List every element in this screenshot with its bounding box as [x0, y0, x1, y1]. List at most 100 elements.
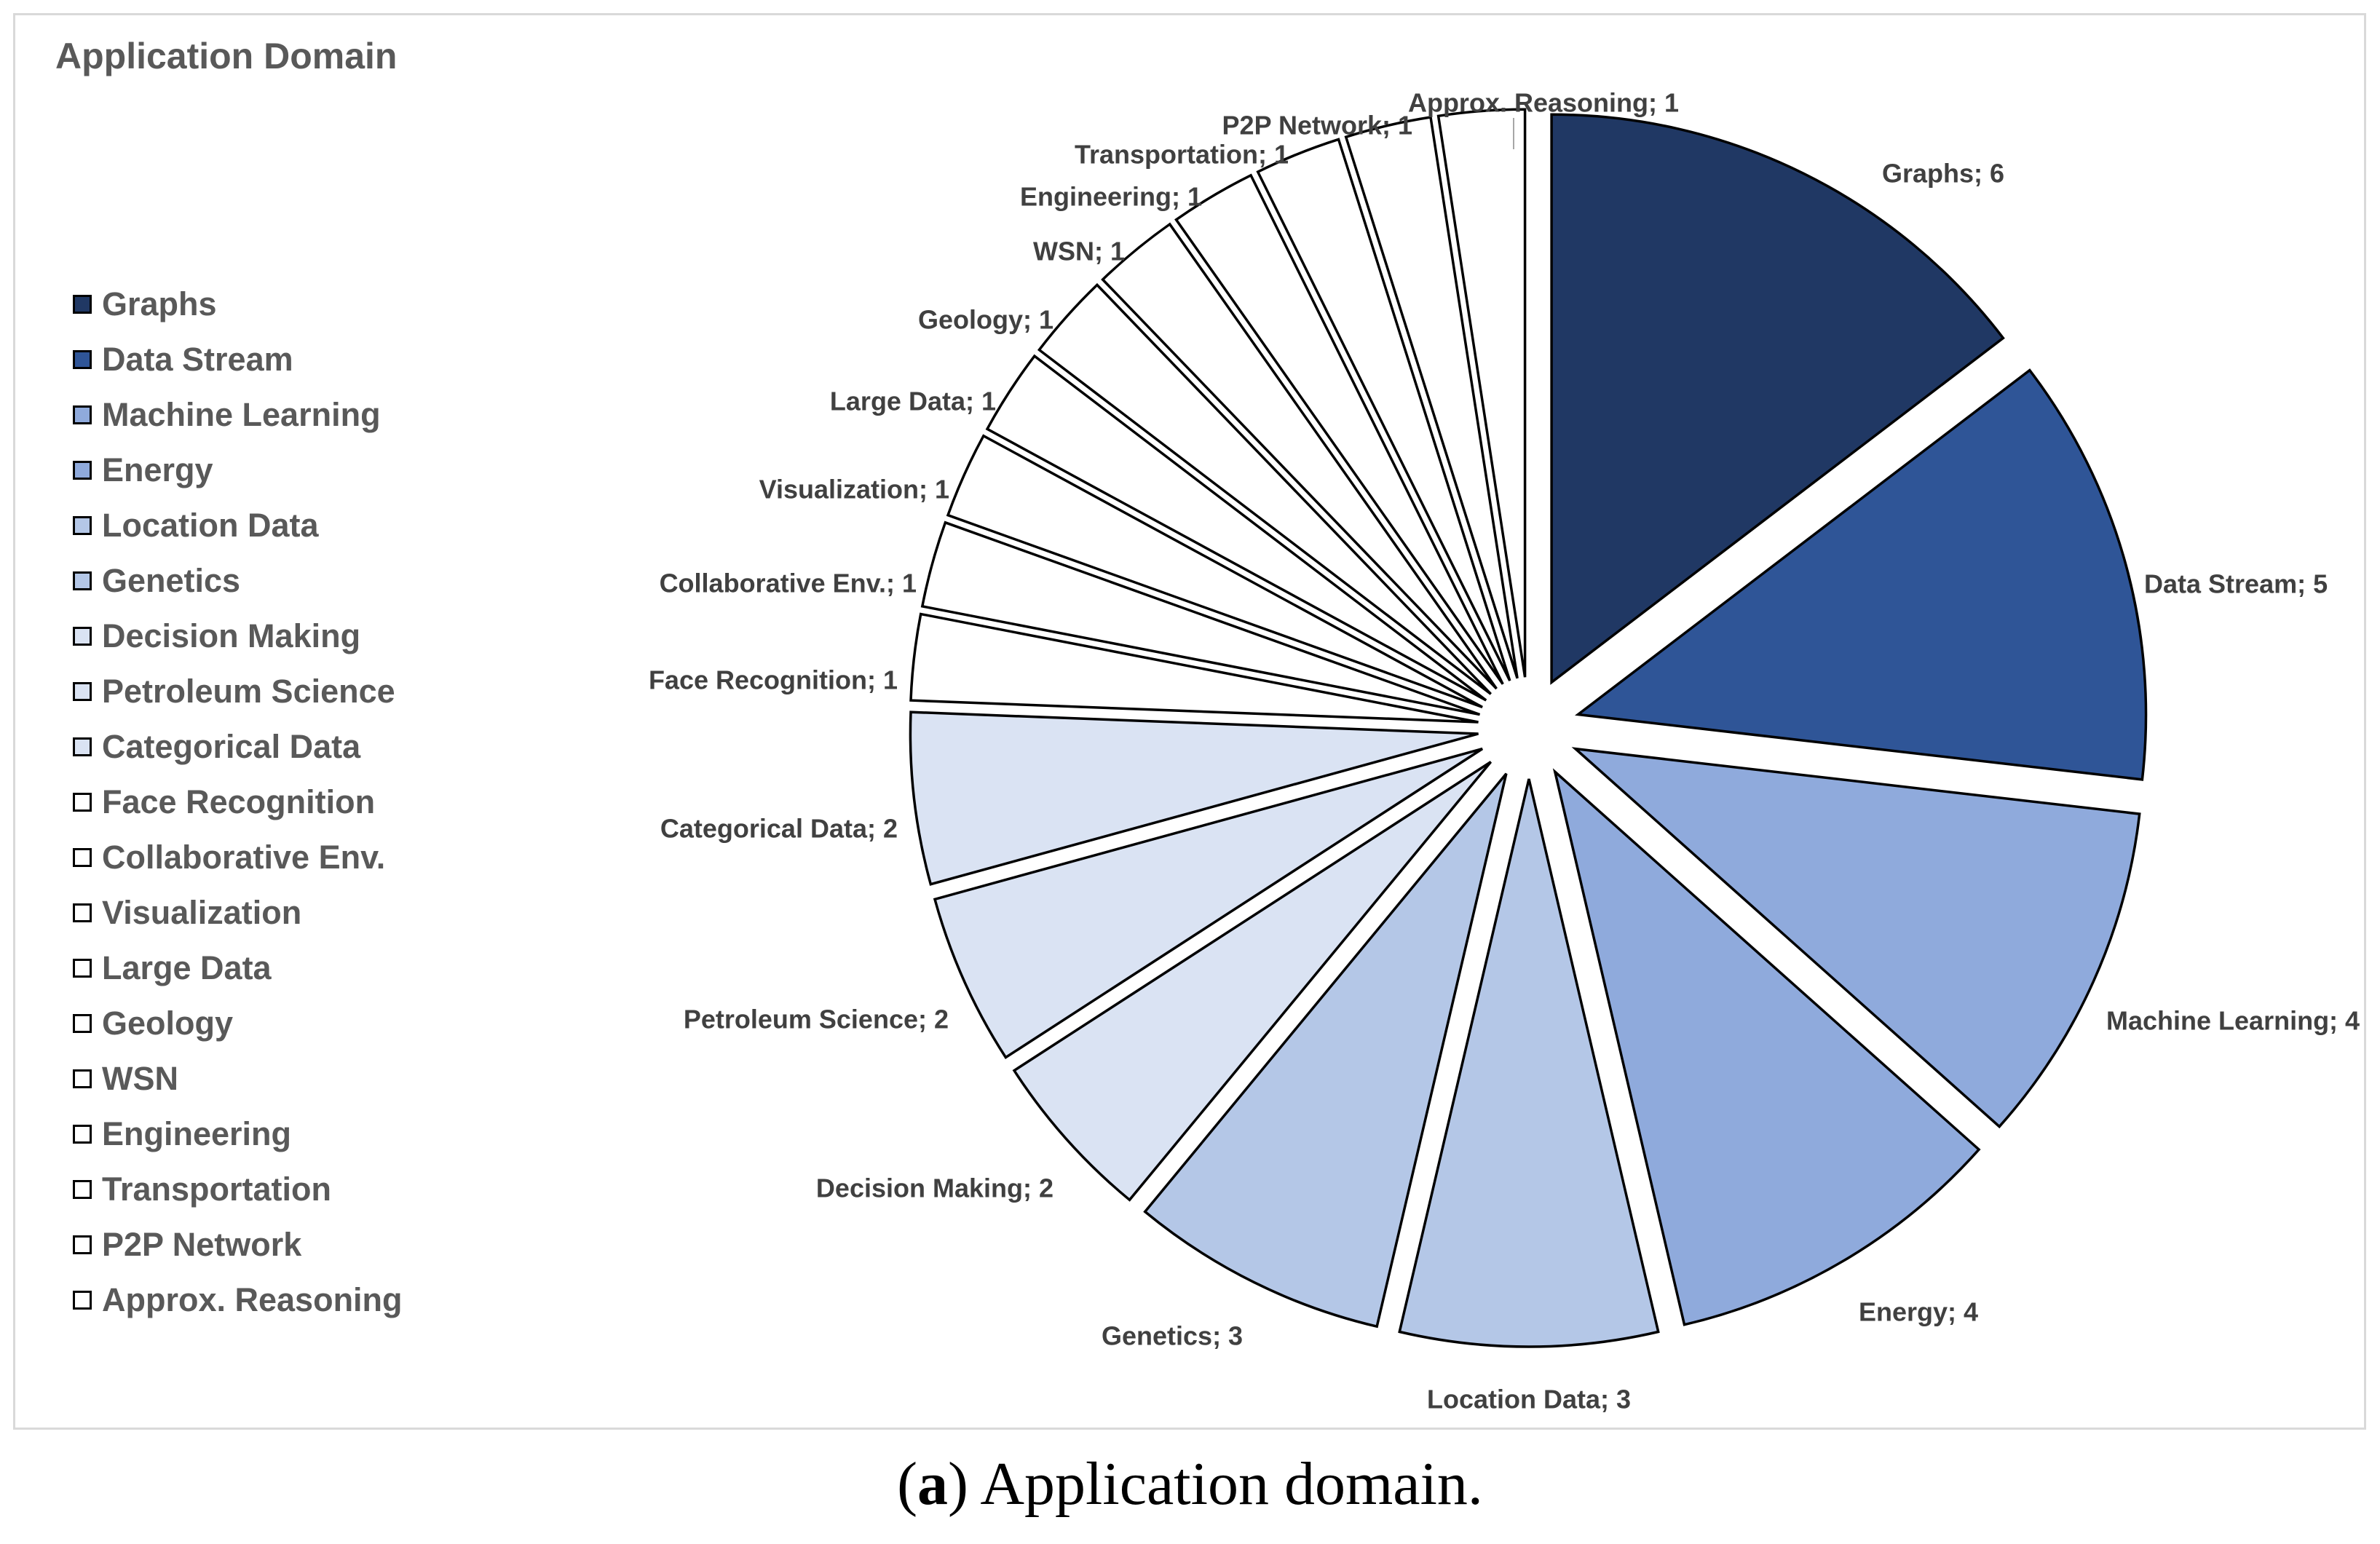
pie-slice — [1344, 116, 1519, 679]
legend-label: Petroleum Science — [102, 673, 395, 710]
legend-item: Face Recognition — [73, 775, 403, 830]
legend-label: WSN — [102, 1060, 178, 1097]
legend-item: Large Data — [73, 941, 403, 996]
legend-swatch — [73, 627, 92, 646]
legend-item: Decision Making — [73, 609, 403, 664]
legend-item: Collaborative Env. — [73, 830, 403, 885]
pie-slice — [1571, 747, 2141, 1129]
legend-label: Genetics — [102, 562, 241, 599]
legend-label: Graphs — [102, 285, 217, 322]
pie-slice — [933, 747, 1484, 1060]
pie-slice — [909, 710, 1479, 886]
chart-title: Application Domain — [55, 36, 398, 76]
legend-item: Location Data — [73, 498, 403, 553]
legend-swatch — [73, 903, 92, 922]
legend-label: Collaborative Env. — [102, 839, 386, 876]
legend-label: Location Data — [102, 507, 319, 544]
legend-swatch — [73, 959, 92, 978]
pie-slice — [1037, 282, 1492, 695]
legend-item: Data Stream — [73, 332, 403, 387]
legend-item: WSN — [73, 1051, 403, 1106]
figure-caption: (a) Application domain. — [897, 1450, 1483, 1518]
data-label: Approx. Reasoning; 1 — [1408, 88, 1679, 118]
caption-letter: a — [917, 1450, 949, 1518]
pie-slice — [1552, 768, 1981, 1326]
data-label: Visualization; 1 — [759, 475, 949, 504]
data-label: Data Stream; 5 — [2144, 569, 2328, 599]
legend-swatch — [73, 461, 92, 480]
pie-slice — [909, 612, 1479, 724]
legend-label: Transportation — [102, 1171, 332, 1208]
legend-item: Engineering — [73, 1106, 403, 1162]
data-label: Energy; 4 — [1859, 1297, 1978, 1327]
legend-item: Geology — [73, 996, 403, 1051]
pie-slice — [1574, 368, 2148, 781]
legend-item: Machine Learning — [73, 387, 403, 443]
legend-label: Geology — [102, 1005, 234, 1042]
legend-item: Visualization — [73, 885, 403, 941]
legend-swatch — [73, 1125, 92, 1144]
legend-swatch — [73, 1180, 92, 1199]
legend-swatch — [73, 405, 92, 424]
legend-swatch — [73, 1069, 92, 1088]
legend-swatch — [73, 571, 92, 590]
legend-swatch — [73, 1291, 92, 1310]
pie-slice — [946, 434, 1483, 709]
pie-slice — [1101, 222, 1498, 690]
pie-slice — [920, 520, 1481, 716]
legend-swatch — [73, 516, 92, 535]
data-label: Collaborative Env.; 1 — [660, 569, 917, 598]
legend-item: Graphs — [73, 277, 403, 332]
pie-slice — [1143, 772, 1508, 1329]
legend-item: Petroleum Science — [73, 664, 403, 719]
legend-label: Categorical Data — [102, 728, 361, 765]
data-label: WSN; 1 — [1033, 237, 1125, 266]
data-label: Genetics; 3 — [1102, 1321, 1243, 1351]
data-label: Transportation; 1 — [1075, 140, 1289, 170]
pie-slice — [1012, 761, 1493, 1202]
data-label: Categorical Data; 2 — [660, 814, 898, 844]
data-label: Machine Learning; 4 — [2106, 1006, 2360, 1036]
pie-slice — [1174, 173, 1504, 685]
legend-swatch — [73, 793, 92, 812]
pie-slice — [985, 354, 1487, 702]
legend-swatch — [73, 1014, 92, 1033]
data-label: P2P Network; 1 — [1222, 111, 1412, 140]
legend-swatch — [73, 848, 92, 867]
data-label: Large Data; 1 — [830, 387, 996, 416]
data-label: Graphs; 6 — [1882, 159, 2004, 189]
legend-label: Approx. Reasoning — [102, 1281, 403, 1318]
legend-label: Machine Learning — [102, 396, 381, 433]
legend-item: Categorical Data — [73, 719, 403, 775]
legend-label: P2P Network — [102, 1226, 302, 1263]
legend-label: Energy — [102, 451, 213, 488]
legend-label: Engineering — [102, 1115, 292, 1152]
pie-slice — [1256, 138, 1511, 681]
legend-label: Large Data — [102, 949, 272, 986]
pie-slice — [1398, 778, 1660, 1348]
legend-item: Genetics — [73, 553, 403, 609]
legend-swatch — [73, 737, 92, 756]
legend-item: P2P Network — [73, 1217, 403, 1272]
legend-label: Decision Making — [102, 617, 361, 654]
legend-item: Energy — [73, 443, 403, 498]
legend-label: Face Recognition — [102, 783, 376, 820]
legend-swatch — [73, 682, 92, 701]
caption-text: Application domain. — [980, 1450, 1483, 1518]
legend-swatch — [73, 295, 92, 314]
legend-swatch — [73, 1235, 92, 1254]
legend-label: Data Stream — [102, 341, 293, 378]
legend-label: Visualization — [102, 894, 302, 931]
data-label: Location Data; 3 — [1427, 1385, 1631, 1414]
pie-slice — [1550, 113, 2005, 685]
data-label: Petroleum Science; 2 — [684, 1005, 949, 1034]
legend-item: Transportation — [73, 1162, 403, 1217]
data-label: Decision Making; 2 — [816, 1173, 1053, 1203]
legend-swatch — [73, 350, 92, 369]
data-label: Geology; 1 — [918, 305, 1053, 335]
legend-item: Approx. Reasoning — [73, 1272, 403, 1328]
data-label: Face Recognition; 1 — [649, 665, 898, 695]
data-label: Engineering; 1 — [1020, 182, 1202, 212]
